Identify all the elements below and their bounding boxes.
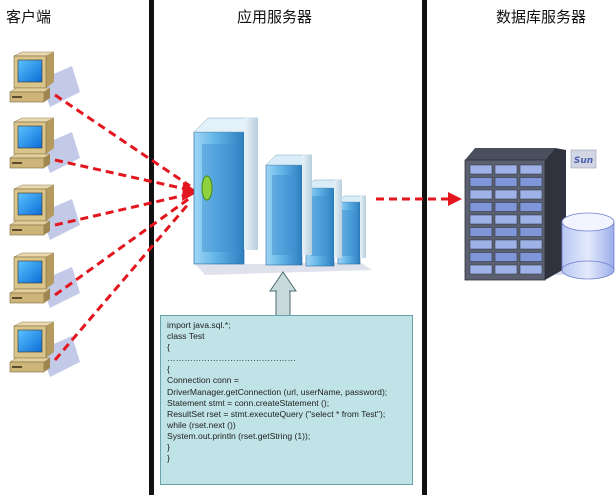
arrow-client-1 bbox=[54, 93, 191, 188]
db-logo-panel bbox=[570, 149, 597, 169]
code-line: } bbox=[167, 453, 170, 464]
code-line: import java.sql.*; bbox=[167, 320, 231, 330]
code-line: { bbox=[167, 364, 170, 375]
rack-drive-bay bbox=[519, 177, 543, 187]
rack-drive-bay bbox=[469, 164, 493, 175]
arrow-head-client bbox=[182, 182, 198, 201]
db-server-column-title: 数据库服务器 bbox=[496, 8, 587, 26]
rack-drive-bay bbox=[469, 239, 493, 250]
code-line: } bbox=[167, 442, 170, 453]
rack-drive-bay bbox=[519, 264, 543, 275]
client-arrows bbox=[53, 93, 192, 361]
rack-drive-bay bbox=[519, 252, 543, 262]
rack-drive-bay bbox=[469, 264, 493, 275]
divider-right bbox=[422, 0, 427, 495]
code-line: Statement stmt = conn.createStatement ()… bbox=[167, 397, 330, 408]
rack-drive-bay bbox=[519, 202, 543, 212]
rack-drive-bay bbox=[519, 214, 543, 225]
app-server-icon bbox=[193, 117, 372, 275]
rack-drive-bay bbox=[494, 252, 518, 262]
arrow-client-5 bbox=[53, 201, 192, 361]
client-computer-icon bbox=[9, 184, 80, 240]
rack-drive-bay bbox=[519, 227, 543, 237]
code-line: DriverManager.getConnection (url, userNa… bbox=[167, 386, 388, 397]
rack-drive-bay bbox=[469, 202, 493, 212]
client-group bbox=[9, 51, 80, 377]
client-computer-icon bbox=[9, 51, 80, 107]
rack-drive-bay bbox=[494, 177, 518, 187]
code-line: Connection conn = bbox=[167, 375, 239, 386]
up-arrow-icon bbox=[269, 271, 297, 317]
arrow-client-3 bbox=[54, 192, 191, 227]
arrow-head-db bbox=[448, 192, 462, 206]
code-snippet-box: import java.sql.*; class Test { ……………………… bbox=[160, 315, 413, 485]
arrow-client-2 bbox=[54, 158, 191, 192]
rack-drive-bay bbox=[494, 189, 518, 200]
client-computer-icon bbox=[9, 321, 80, 377]
rack-drive-bay bbox=[494, 264, 518, 275]
rack-drive-bay bbox=[469, 252, 493, 262]
db-server-icon: Sun bbox=[462, 148, 598, 281]
rack-drive-bay bbox=[494, 214, 518, 225]
code-line: class Test bbox=[167, 331, 205, 342]
arrow-client-4 bbox=[54, 196, 191, 297]
db-logo-text: Sun bbox=[574, 156, 593, 166]
code-line: ……………………………………… bbox=[167, 353, 296, 364]
rack-drive-bay bbox=[519, 164, 543, 175]
code-line: while (rset.next ()) bbox=[167, 419, 236, 430]
client-computer-icon bbox=[9, 252, 80, 308]
rack-drive-bay bbox=[519, 239, 543, 250]
code-line: System.out.println (rset.getString (1)); bbox=[167, 430, 311, 441]
rack-drive-bay bbox=[494, 227, 518, 237]
app-server-column-title: 应用服务器 bbox=[237, 8, 313, 26]
database-cylinder-icon bbox=[561, 212, 615, 280]
rack-drive-bay bbox=[469, 189, 493, 200]
rack-drive-bay bbox=[494, 164, 518, 175]
rack-drive-bay bbox=[494, 239, 518, 250]
rack-drive-bay bbox=[519, 189, 543, 200]
client-column-title: 客户端 bbox=[6, 8, 52, 26]
rack-drive-bay bbox=[494, 202, 518, 212]
rack-drive-bay bbox=[469, 214, 493, 225]
code-line: ResultSet rset = stmt.executeQuery ("sel… bbox=[167, 408, 386, 419]
code-line: { bbox=[167, 342, 170, 353]
rack-drive-bay bbox=[469, 177, 493, 187]
rack-drive-bay bbox=[469, 227, 493, 237]
